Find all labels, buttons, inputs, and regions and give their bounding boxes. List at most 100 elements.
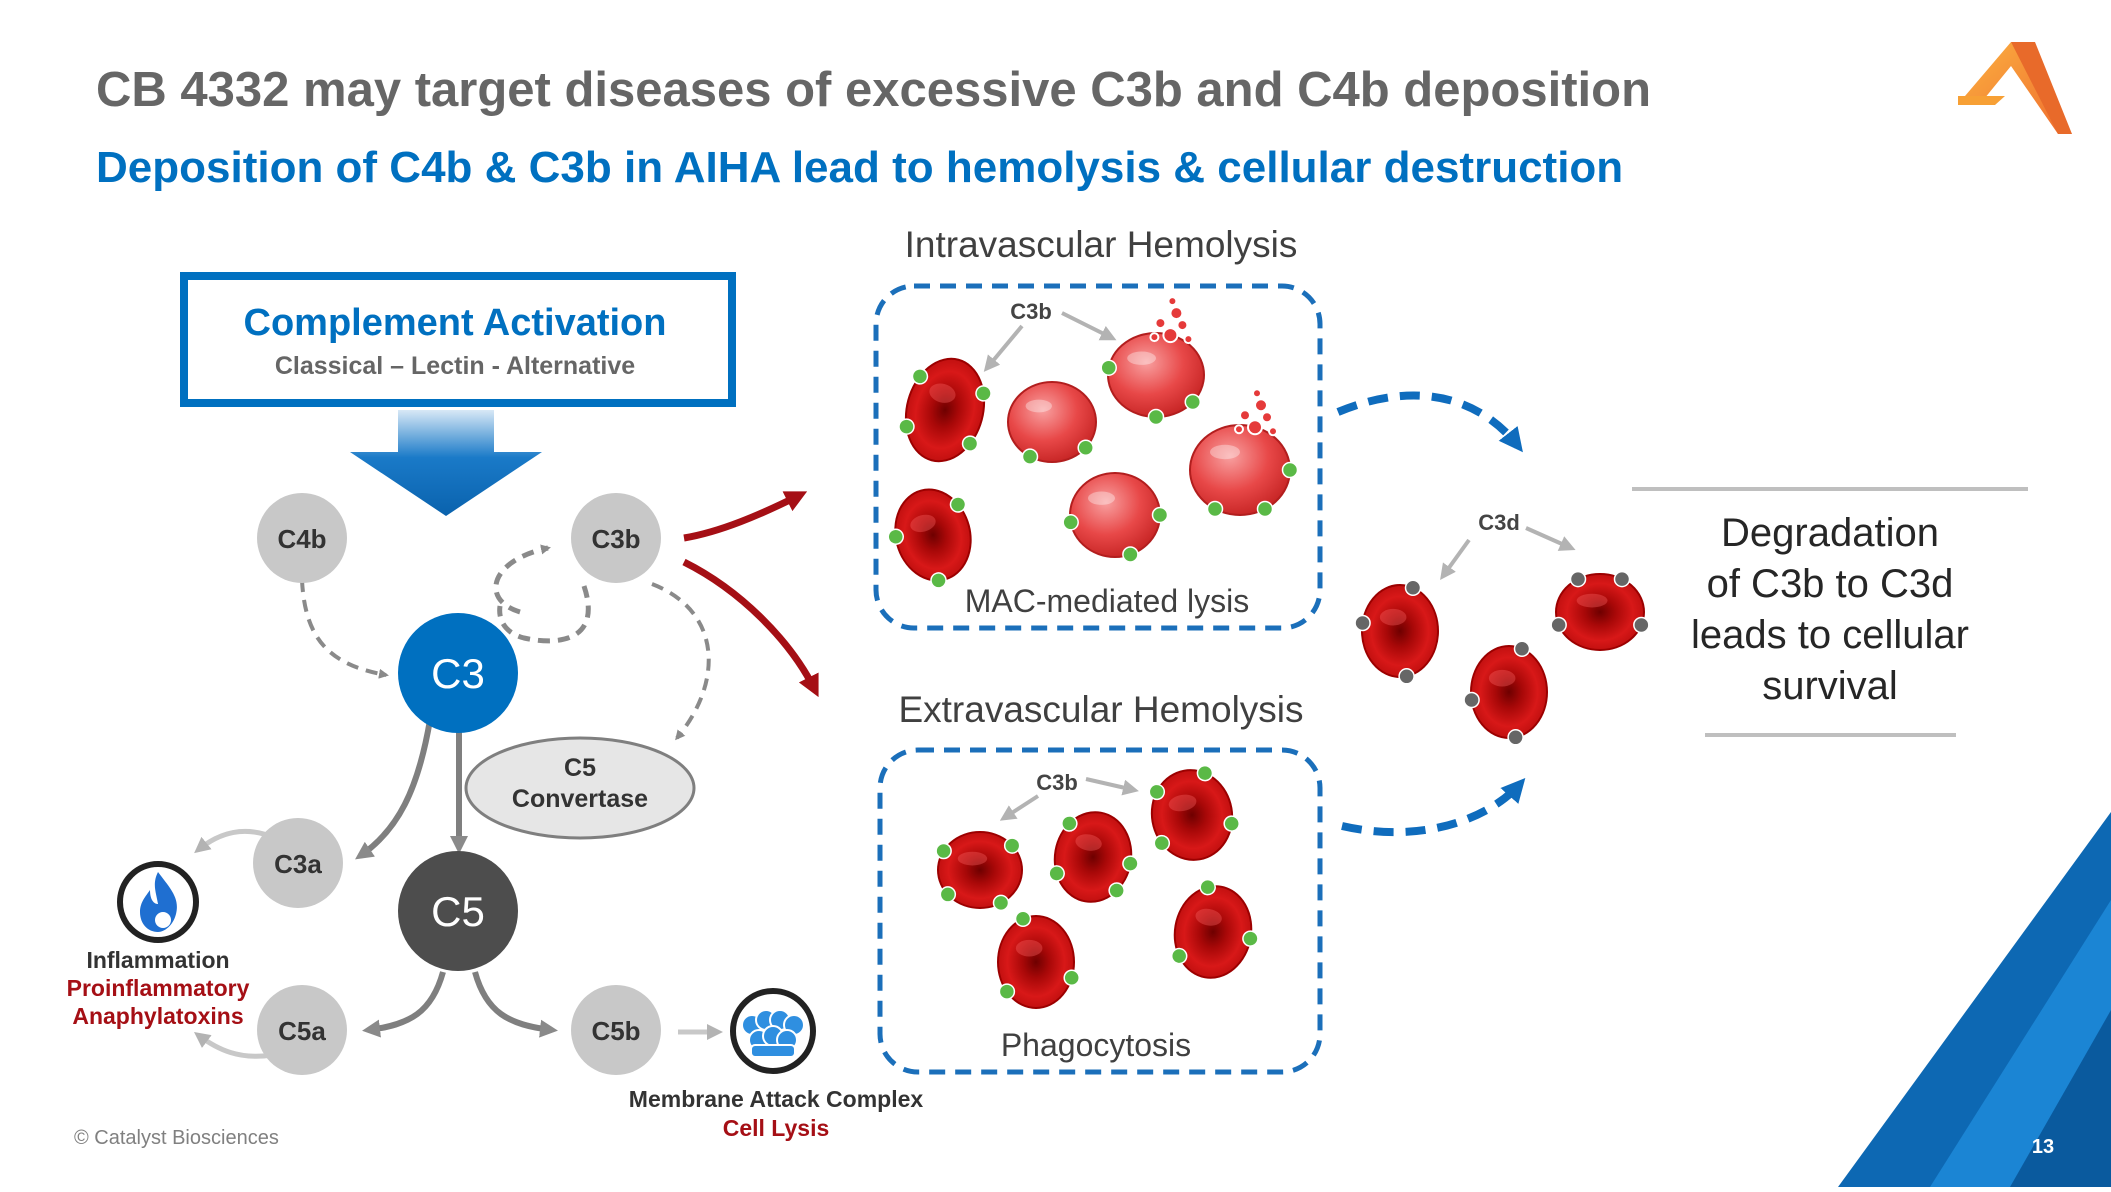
mac-label: Membrane Attack Complex: [629, 1086, 924, 1112]
red-blood-cell: [898, 357, 992, 463]
intravascular-caption: MAC-mediated lysis: [965, 583, 1250, 619]
c5-to-c5a-arrow: [362, 971, 446, 1038]
c3a-node: [253, 818, 343, 908]
deposit-dot: [1223, 815, 1240, 832]
c5-convertase-label-line2: Convertase: [512, 785, 648, 813]
red-blood-cell: [1148, 764, 1240, 861]
deposit-dot: [1170, 947, 1188, 965]
c5b-label: C5b: [591, 1016, 640, 1046]
c3b-label: C3b: [591, 524, 640, 554]
page-number: 13: [2032, 1136, 2054, 1158]
c5a-node: [257, 985, 347, 1075]
degradation-line-1: Degradation: [1721, 511, 1939, 555]
extravascular-c3b-pointer-right: [1085, 777, 1139, 796]
deposit-dot: [1281, 461, 1299, 479]
degradation-line-4: survival: [1762, 664, 1898, 708]
deposit-dot: [1108, 882, 1125, 899]
deposit-dot: [1507, 729, 1524, 746]
lysed-cell: [1100, 296, 1205, 426]
c3d-tag: C3d: [1478, 510, 1520, 535]
surviving-cells: [1354, 570, 1650, 746]
intravascular-heading: Intravascular Hemolysis: [905, 224, 1298, 265]
inflammation-label: Inflammation: [86, 947, 229, 973]
deposit-dot: [1196, 764, 1214, 782]
deposit-dot: [1048, 865, 1065, 882]
c5-convertase-node: [464, 736, 696, 840]
deposit-dot: [1404, 579, 1422, 597]
c3-to-c3a-arrow: [355, 719, 433, 860]
deposit-dot: [1242, 930, 1259, 947]
proinflammatory-label: Proinflammatory: [67, 975, 250, 1001]
deposit-dot: [1206, 500, 1224, 518]
deposit-dot: [975, 385, 992, 402]
activation-pathways: Classical – Lectin - Alternative: [275, 352, 635, 380]
c3b-loop-arrow-bottom: [497, 585, 591, 644]
deposit-dot: [935, 842, 952, 860]
extravascular-panel: [877, 747, 1323, 1075]
deposit-dot: [1398, 668, 1415, 685]
extravascular-c3b-pointer-left: [999, 794, 1040, 821]
c3-label: C3: [431, 650, 485, 697]
corner-decoration: [1838, 812, 2111, 1187]
c5a-to-inflammation-arrow: [193, 1032, 273, 1059]
lysed-cell: [1007, 381, 1097, 465]
deposit-dot: [1122, 855, 1139, 872]
degradation-line-2: of C3b to C3d: [1707, 562, 1954, 606]
deposit-dot: [992, 894, 1010, 912]
to-extravascular-arrow: [682, 558, 819, 698]
deposit-dot: [998, 983, 1016, 1000]
c3d-pointer-right: [1525, 526, 1576, 551]
c5-label: C5: [431, 888, 485, 935]
deposit-dot: [961, 435, 979, 452]
activation-down-arrow: [350, 410, 542, 516]
c5-to-c5b-arrow: [472, 971, 558, 1038]
c3-node: [398, 613, 518, 733]
deposit-dot: [1148, 783, 1166, 801]
extravascular-caption: Phagocytosis: [1001, 1027, 1191, 1063]
to-intravascular-arrow: [683, 491, 808, 542]
cell-lysis-label: Cell Lysis: [723, 1115, 830, 1141]
c3a-label: C3a: [274, 849, 322, 879]
deposit-dot: [1513, 640, 1531, 658]
c5-convertase-label-line1: C5: [564, 754, 596, 782]
c3b-to-convertase-arrow: [651, 582, 711, 741]
catalyst-logo-icon: [1958, 42, 2072, 134]
deposit-dot: [1550, 616, 1567, 634]
c3b-node: [571, 493, 661, 583]
deposit-dot: [898, 418, 915, 435]
deposit-dot: [1184, 393, 1202, 411]
c5a-label: C5a: [278, 1016, 326, 1046]
deposit-dot: [1463, 691, 1480, 709]
complement-activation-box: [180, 272, 736, 407]
deposit-dot: [1122, 546, 1139, 563]
red-blood-cell: [935, 831, 1023, 912]
deposit-dot: [1014, 910, 1032, 928]
c3b-loop-arrow-top: [493, 544, 551, 615]
lysed-cell: [1189, 388, 1299, 518]
deposit-dot: [1569, 570, 1587, 588]
extravascular-cells: [935, 764, 1259, 1009]
red-blood-cell: [1354, 579, 1439, 685]
deposit-dot: [1063, 969, 1080, 986]
c5b-node: [571, 985, 661, 1075]
intravascular-cells: [887, 296, 1299, 589]
c3d-pointer-left: [1440, 538, 1471, 581]
copyright: © Catalyst Biosciences: [74, 1127, 279, 1149]
anaphylatoxins-label: Anaphylatoxins: [72, 1003, 243, 1029]
deposit-dot: [939, 886, 957, 903]
c4b-to-c3-arrow: [300, 579, 389, 679]
deposit-dot: [887, 528, 904, 545]
deposit-dot: [1153, 834, 1171, 852]
intravascular-to-survival-arrow: [1336, 391, 1523, 453]
lysed-cell: [1062, 472, 1169, 563]
deposit-dot: [1021, 448, 1039, 465]
intravascular-panel: [873, 283, 1323, 631]
deposit-dot: [1003, 837, 1021, 854]
deposit-dot: [1147, 408, 1165, 426]
extravascular-heading: Extravascular Hemolysis: [898, 689, 1303, 730]
deposit-dot: [949, 496, 967, 513]
deposit-dot: [1061, 815, 1078, 832]
deposit-dot: [930, 572, 947, 589]
red-blood-cell: [997, 910, 1080, 1009]
